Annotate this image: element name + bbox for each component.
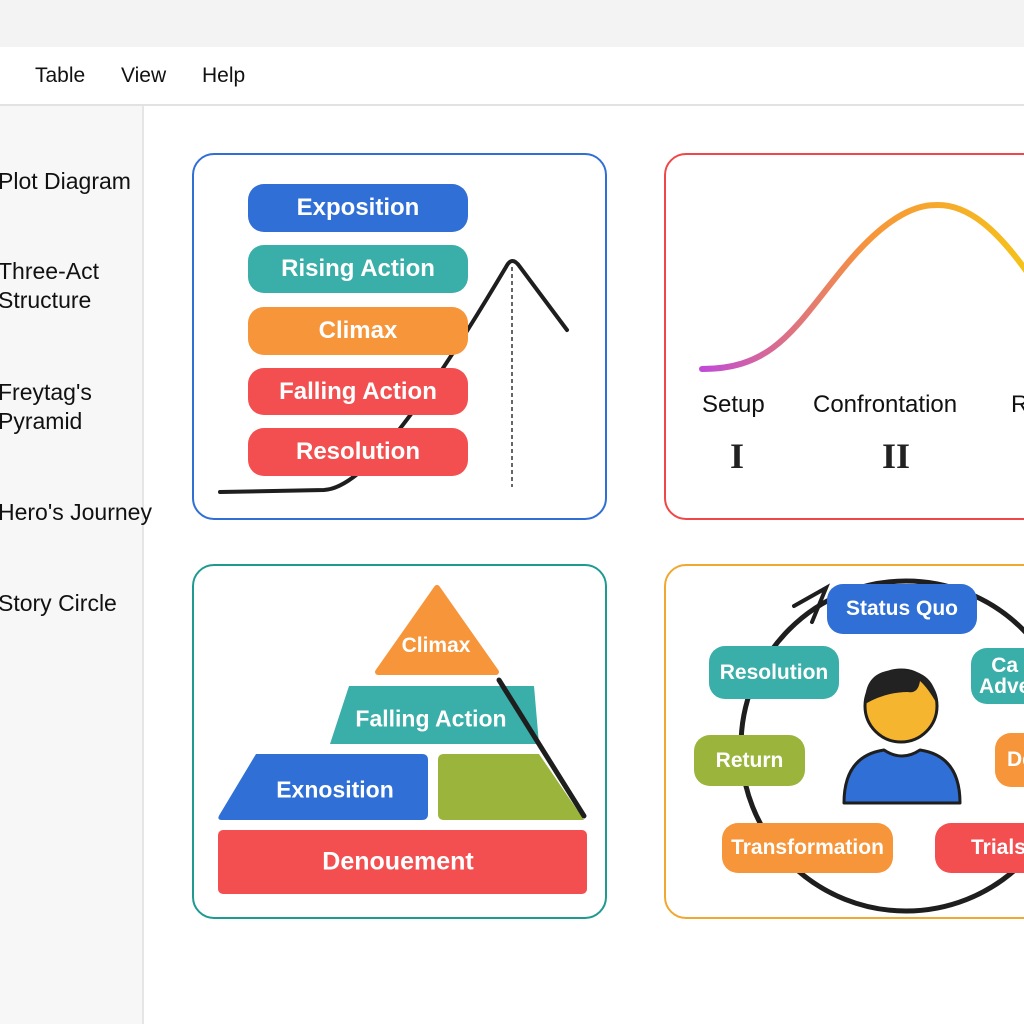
stage-climax[interactable]: Climax xyxy=(248,307,468,355)
pyramid-climax[interactable]: Climax xyxy=(401,634,471,657)
act-numeral-2: II xyxy=(882,436,911,476)
act-label-confrontation: Confrontation xyxy=(813,391,958,418)
step-transformation[interactable]: Transformation xyxy=(722,823,893,873)
window-top-strip xyxy=(0,0,1024,47)
pyramid xyxy=(218,585,587,894)
pyramid-exposition[interactable]: Exnosition xyxy=(276,776,394,803)
menu-bar: t Table View Help xyxy=(0,47,1024,106)
plot-diagram-card[interactable]: Exposition Rising Action Climax Falling … xyxy=(192,153,607,520)
step-status-quo[interactable]: Status Quo xyxy=(827,584,977,634)
act-numeral-1: I xyxy=(730,436,745,476)
sidebar-item-story-circle[interactable]: Story Circle xyxy=(0,590,117,616)
act-label-resolution: R xyxy=(1011,391,1024,419)
story-circle-card[interactable]: Status Quo Resolution Ca Adve Return De … xyxy=(664,564,1024,919)
sidebar-item-freytags-pyramid[interactable]: Freytag's Pyramid xyxy=(0,379,92,434)
sidebar-item-three-act-structure[interactable]: Three-Act Structure xyxy=(0,258,99,313)
person-icon xyxy=(842,668,962,805)
menu-item-table[interactable]: Table xyxy=(35,64,86,87)
pyramid-falling-action[interactable]: Falling Action xyxy=(355,705,507,732)
stage-exposition[interactable]: Exposition xyxy=(248,184,468,232)
step-resolution[interactable]: Resolution xyxy=(709,646,839,699)
act-label-setup: Setup xyxy=(702,391,765,418)
three-act-card[interactable]: Setup Confrontation R I II xyxy=(664,153,1024,520)
tension-curve xyxy=(699,201,1024,372)
freytag-card[interactable]: Climax Falling Action Exnosition Denouem… xyxy=(192,564,607,919)
step-trials[interactable]: Trials xyxy=(935,823,1024,873)
step-return[interactable]: Return xyxy=(694,735,805,786)
stage-falling-action[interactable]: Falling Action xyxy=(248,368,468,415)
step-call-to-adventure[interactable]: Ca Adve xyxy=(971,648,1024,704)
stage-rising-action[interactable]: Rising Action xyxy=(248,245,468,293)
menu-item-view[interactable]: View xyxy=(121,64,167,87)
step-descent[interactable]: De xyxy=(995,733,1024,787)
stage-resolution[interactable]: Resolution xyxy=(248,428,468,476)
sidebar: Plot Diagram Three-Act Structure Freytag… xyxy=(0,106,152,1024)
sidebar-item-plot-diagram[interactable]: Plot Diagram xyxy=(0,168,131,194)
pyramid-denouement[interactable]: Denouement xyxy=(322,847,474,876)
menu-item-help[interactable]: Help xyxy=(202,64,246,87)
sidebar-item-heros-journey[interactable]: Hero's Journey xyxy=(0,499,152,525)
